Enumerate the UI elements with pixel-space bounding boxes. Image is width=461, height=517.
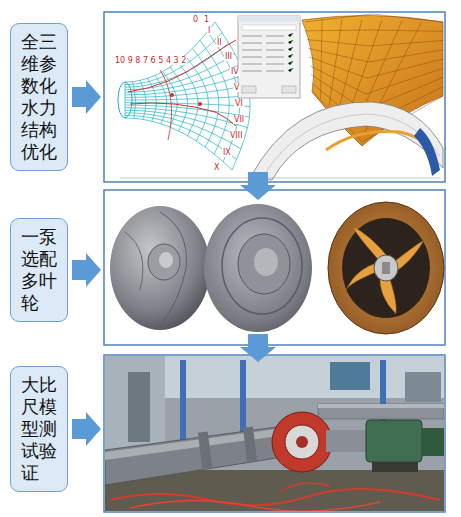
mesh-line <box>125 115 237 159</box>
step-label: 全三维参数化水力结构优化 <box>21 31 58 163</box>
grid-index: X <box>213 163 220 172</box>
mesh-line <box>306 30 443 31</box>
grid-index: 1 <box>203 15 210 24</box>
step-box: 一泵选配多叶轮 <box>10 218 68 322</box>
step-box: 全三维参数化水力结构优化 <box>10 23 68 171</box>
mesh-line <box>338 20 362 114</box>
grid-index: IV <box>230 67 240 76</box>
step-label: 一泵选配多叶轮 <box>21 226 58 314</box>
grid-index: VI <box>234 99 244 108</box>
grid-index: VIII <box>229 131 244 140</box>
mesh-line <box>125 113 241 149</box>
grid-index: IX <box>222 148 232 157</box>
mesh-line <box>321 19 322 100</box>
grid-index: III <box>224 52 233 61</box>
grid-index: 10 9 8 7 6 5 4 3 2 <box>114 56 187 65</box>
mesh-line <box>125 75 245 95</box>
mesh-line <box>310 66 443 94</box>
step-box: 大比尺模型测试验证 <box>10 366 68 492</box>
mesh-line <box>308 48 443 62</box>
grid-index: I <box>207 26 211 35</box>
grid-index: II <box>216 38 223 47</box>
mesh-line <box>125 85 248 97</box>
grid-index: V <box>233 83 240 92</box>
mesh-line <box>305 14 443 22</box>
mesh-line <box>125 96 250 100</box>
mesh-line <box>125 43 229 87</box>
grid-index: VII <box>233 115 245 124</box>
mesh-line <box>329 19 342 106</box>
grid-index: 0 <box>192 15 199 24</box>
mesh-line <box>125 64 240 92</box>
step-label: 大比尺模型测试验证 <box>21 374 58 484</box>
